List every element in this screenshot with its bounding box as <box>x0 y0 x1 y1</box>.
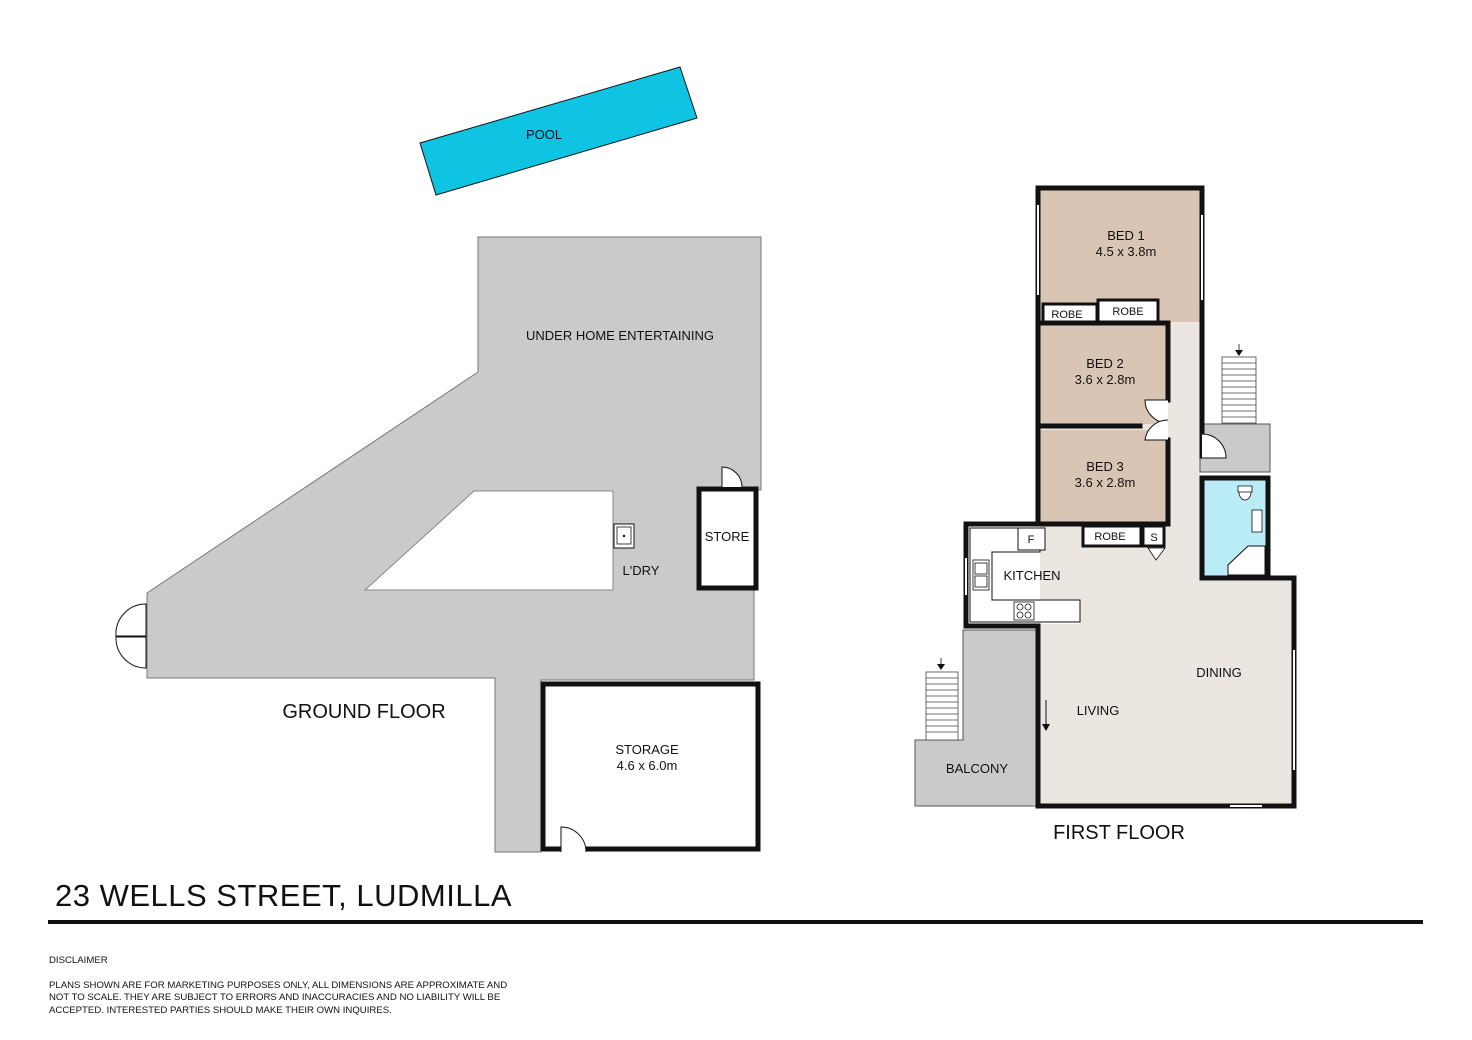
living-label: LIVING <box>1077 703 1120 718</box>
fridge-space <box>1017 527 1046 551</box>
first-floor-title: FIRST FLOOR <box>1053 822 1185 844</box>
bed-1-size: 4.5 x 3.8m <box>1096 244 1157 259</box>
entry-door-icon <box>1201 433 1227 459</box>
laundry-cutout <box>363 490 614 591</box>
bed-2-label: BED 2 <box>1086 356 1124 371</box>
kitchen-label: KITCHEN <box>1003 568 1060 583</box>
disclaimer-line: NOT TO SCALE. THEY ARE SUBJECT TO ERRORS… <box>49 992 501 1003</box>
first-floor-plan: BED 1 4.5 x 3.8m BED 2 3.6 x 2.8m BED 3 … <box>914 185 1297 844</box>
disclaimer-line: PLANS SHOWN ARE FOR MARKETING PURPOSES O… <box>49 979 508 991</box>
storage-label: STORAGE <box>615 742 679 757</box>
storage-room <box>540 681 761 852</box>
cooktop-icon <box>1013 601 1035 621</box>
dining-label: DINING <box>1196 665 1242 680</box>
disclaimer-line: ACCEPTED. INTERESTED PARTIES SHOULD MAKE… <box>49 1004 392 1016</box>
window-frame-lines <box>963 205 1297 809</box>
address-divider <box>48 920 1423 924</box>
bed-1-label: BED 1 <box>1107 228 1145 243</box>
balcony-sliding-door-icon <box>1039 695 1050 740</box>
property-address: 23 WELLS STREET, LUDMILLA <box>55 878 512 913</box>
ground-floor-title: GROUND FLOOR <box>282 701 445 723</box>
s-door-icon <box>1147 547 1166 561</box>
toilet-icon <box>1237 485 1253 501</box>
pool-shape <box>419 66 698 196</box>
bed-3-door-icon <box>1144 419 1169 441</box>
bed-3-room <box>1040 430 1168 524</box>
storage-door-icon <box>560 826 587 853</box>
first-floor-walls <box>963 185 1297 809</box>
robe-1-label: ROBE <box>1051 309 1082 321</box>
bed-3-size: 3.6 x 2.8m <box>1075 475 1136 490</box>
storage-size: 4.6 x 6.0m <box>617 758 678 773</box>
left-double-door-icon <box>115 603 147 669</box>
ground-floor-plan: POOL UNDER HOME ENTERTAINING L'DRY STORE… <box>115 66 762 853</box>
balcony-stairs-icon <box>925 658 959 741</box>
s-cupboard-label: S <box>1150 532 1157 544</box>
store-room <box>696 486 759 591</box>
disclaimer-title: DISCLAIMER <box>49 955 108 966</box>
pool-label: POOL <box>526 127 562 142</box>
robe-3-label: ROBE <box>1094 531 1125 543</box>
fridge-label: F <box>1028 534 1035 546</box>
bed-3-label: BED 3 <box>1086 459 1124 474</box>
basin-icon <box>1251 509 1263 533</box>
robe-2-label: ROBE <box>1112 306 1143 318</box>
store-label: STORE <box>705 529 750 544</box>
first-floor-windows <box>965 205 1295 807</box>
entry-stairs-icon <box>1221 344 1257 424</box>
disclaimer: DISCLAIMER PLANS SHOWN ARE FOR MARKETING… <box>49 955 569 1017</box>
store-door-icon <box>721 466 743 488</box>
bed-2-size: 3.6 x 2.8m <box>1075 372 1136 387</box>
balcony-label: BALCONY <box>946 761 1008 776</box>
under-home-entertaining-label: UNDER HOME ENTERTAINING <box>526 328 714 343</box>
laundry-label: L'DRY <box>623 563 660 578</box>
shower-icon <box>1227 545 1266 576</box>
kitchen-sink-icon <box>972 559 990 591</box>
